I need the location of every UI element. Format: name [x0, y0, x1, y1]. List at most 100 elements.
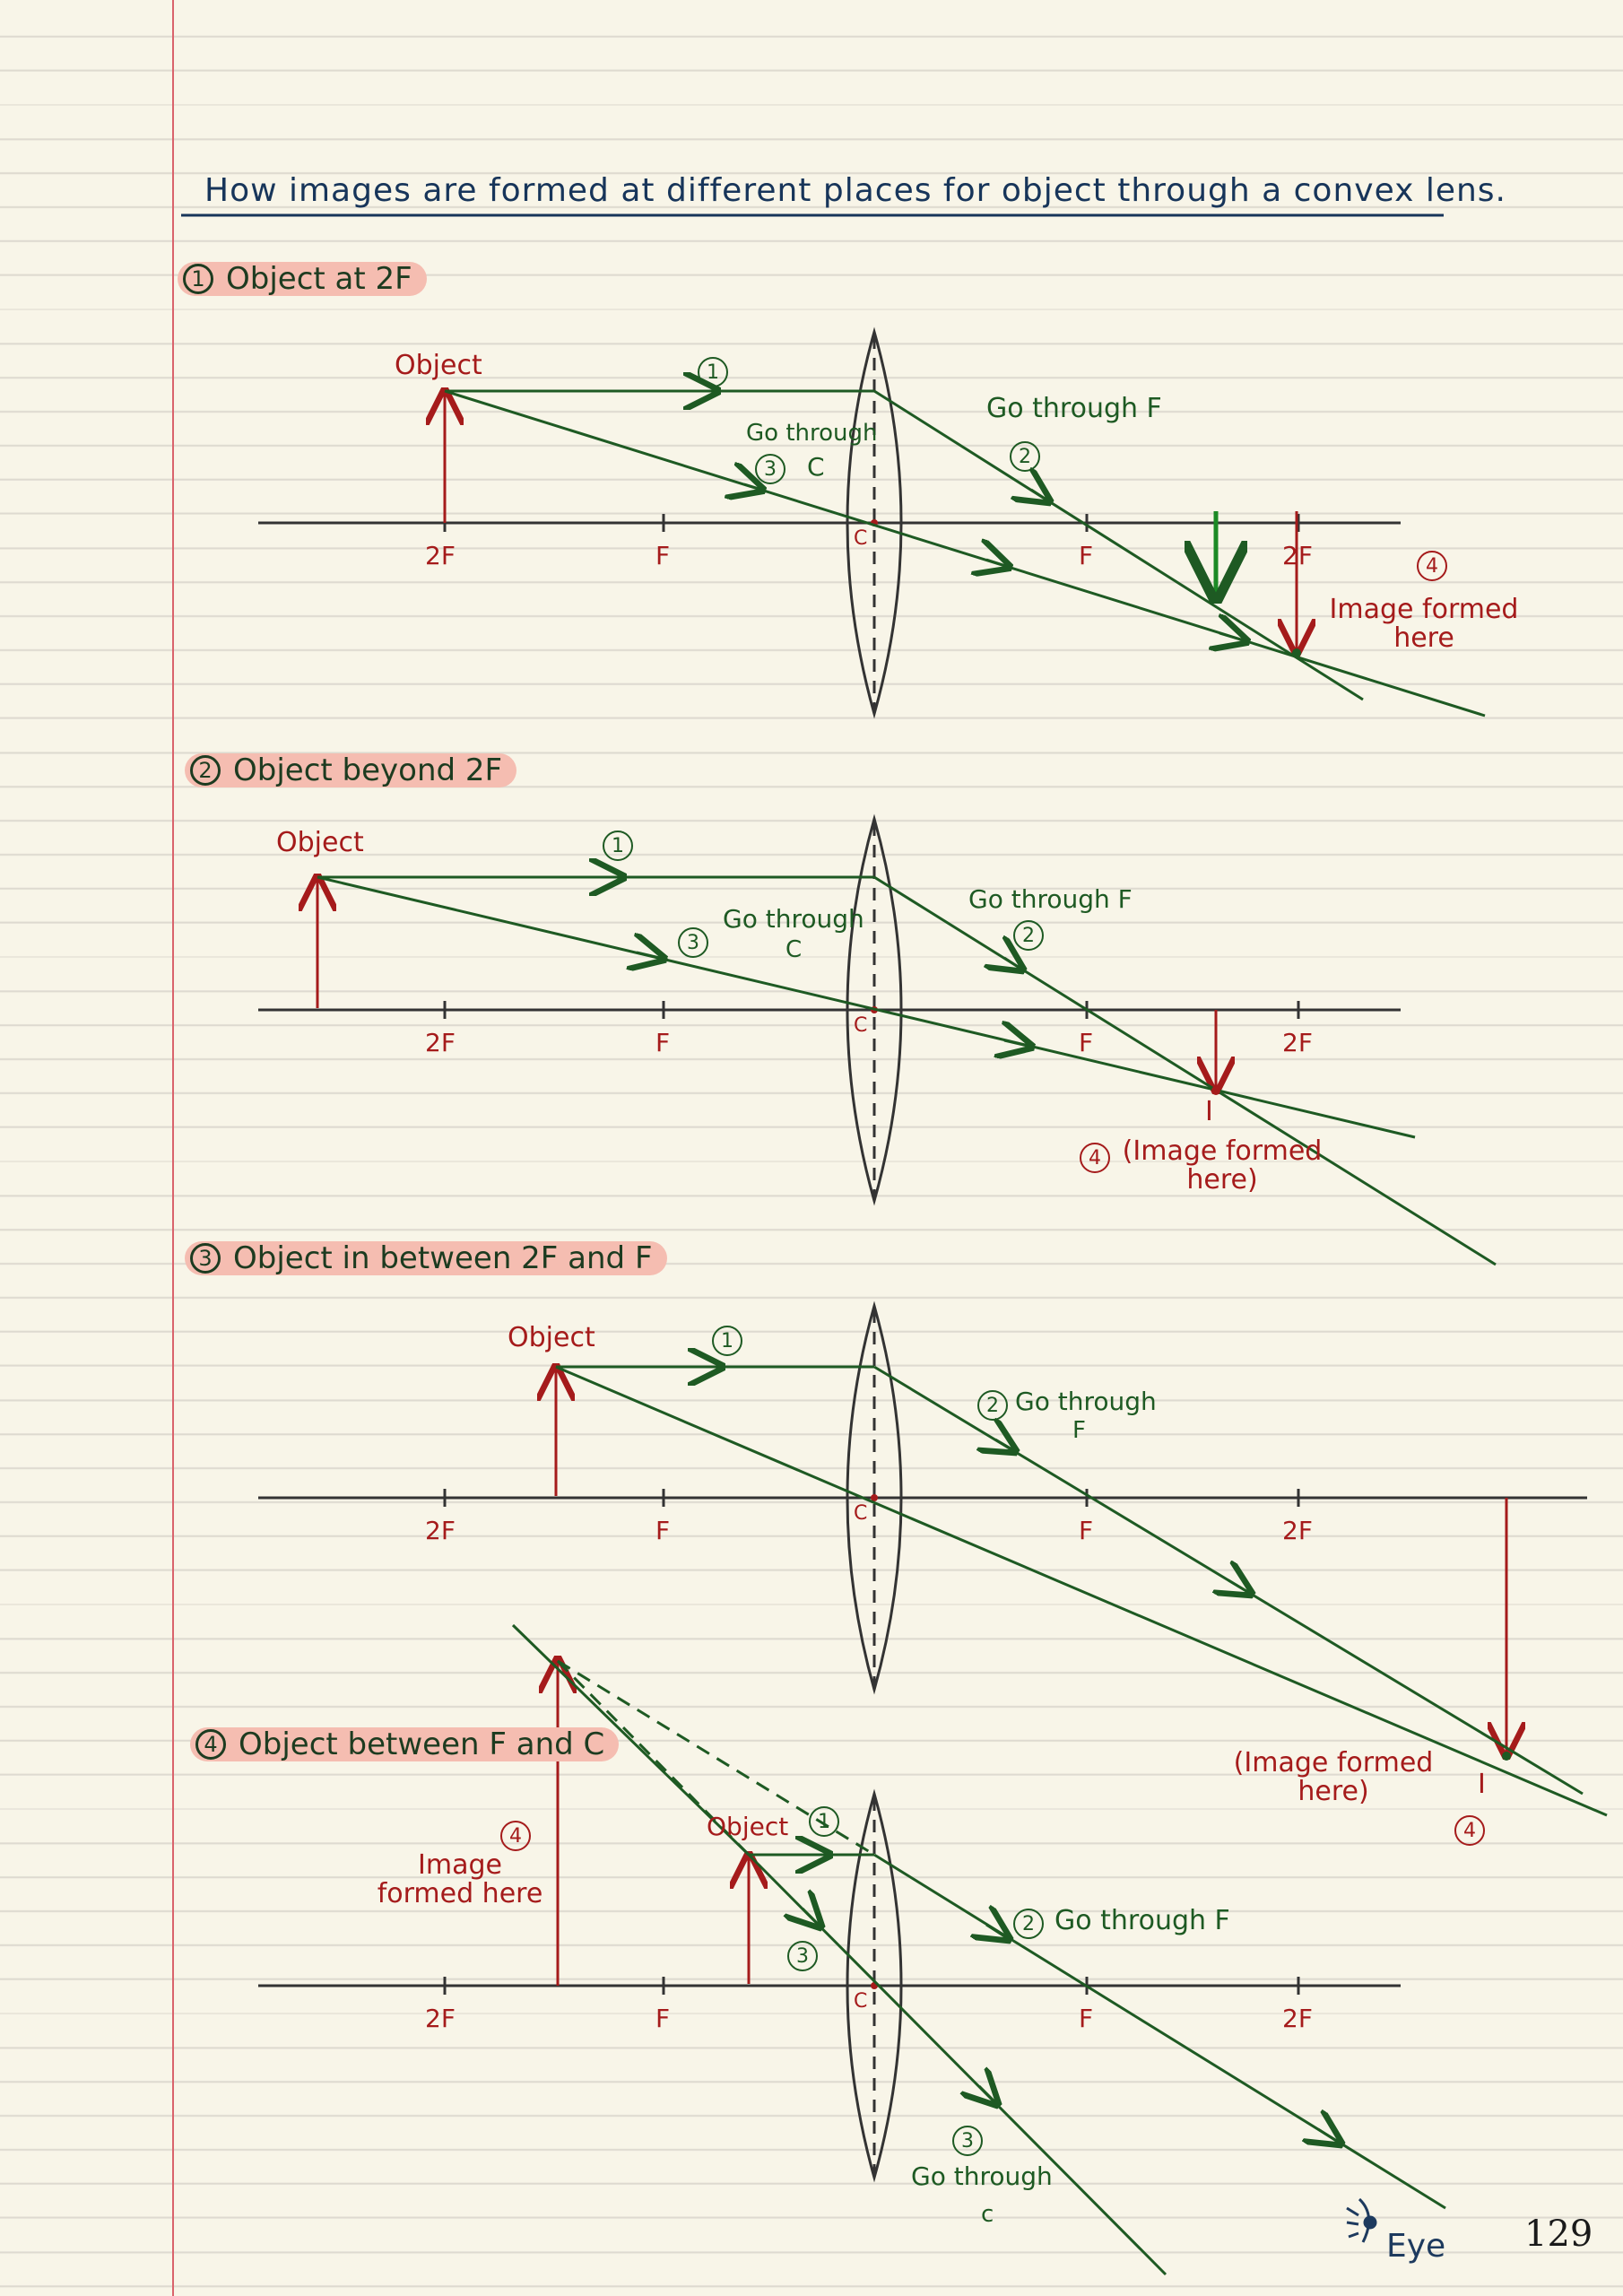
go-through-label: Go through — [1015, 1387, 1157, 1416]
section-number: 3 — [190, 1243, 221, 1274]
c-letter: C — [785, 936, 803, 963]
section-number: 2 — [190, 755, 221, 786]
ray-3 — [555, 1365, 1608, 1817]
ray-number: 4 — [500, 1821, 531, 1851]
ray-number: 3 — [755, 454, 785, 484]
diagram-1 — [258, 326, 1486, 719]
go-through-c-label: Go through — [911, 2161, 1053, 2191]
go-through-f-label: Go through F — [968, 884, 1133, 914]
label-2f-left: 2F — [425, 2004, 456, 2033]
ray-3-arrow-a — [637, 952, 664, 959]
label-f-right: F — [1079, 541, 1094, 570]
section-1-heading: 1 Object at 2F — [178, 261, 427, 297]
ray-number: 3 — [787, 1941, 818, 1971]
ray-2-arrow-b — [1318, 2129, 1341, 2144]
ray-number: 2 — [977, 1390, 1008, 1421]
label-c: C — [854, 527, 868, 550]
diagram-3 — [258, 1300, 1608, 1817]
ray-number: 1 — [712, 1326, 742, 1356]
label-2f-right: 2F — [1282, 1516, 1313, 1545]
ray-number: 4 — [1454, 1815, 1485, 1846]
page-number: 129 — [1524, 2213, 1593, 2255]
eye-label: Eye — [1386, 2228, 1446, 2265]
label-f-left: F — [655, 1028, 671, 1057]
eye-icon — [1346, 2197, 1377, 2243]
ray-number: 2 — [1010, 441, 1040, 472]
label-f-right: F — [1079, 1028, 1094, 1057]
label-f-left: F — [655, 541, 671, 570]
ray-2 — [873, 875, 1497, 1266]
label-2f-right: 2F — [1282, 1028, 1313, 1057]
go-through-c-label: Go through — [746, 420, 878, 447]
diagram-2 — [258, 813, 1497, 1266]
label-2f-right: 2F — [1282, 2004, 1313, 2033]
section-title: Object at 2F — [226, 261, 412, 297]
ray-number: 4 — [1080, 1143, 1110, 1173]
ray-number: 3 — [678, 927, 708, 958]
go-through-f-label: Go through F — [1055, 1905, 1230, 1936]
ray-number: 1 — [698, 357, 728, 387]
label-c: C — [854, 1502, 868, 1525]
label-2f-left: 2F — [425, 1028, 456, 1057]
label-f-right: F — [1079, 1516, 1094, 1545]
ray-number: 2 — [1013, 920, 1044, 951]
section-2-heading: 2 Object beyond 2F — [185, 752, 517, 788]
convex-lens — [846, 326, 903, 719]
ray-3-arrow-c — [1219, 633, 1246, 641]
section-title: Object in between 2F and F — [233, 1240, 653, 1276]
section-title: Object beyond 2F — [233, 752, 503, 788]
ray-number: 3 — [952, 2126, 983, 2156]
image-label: Image formed here — [377, 1849, 543, 1909]
object-label: Object — [395, 350, 482, 381]
image-label: Image formed here — [1329, 594, 1519, 654]
ray-3-arrow-a — [803, 1909, 820, 1926]
image-label: (Image formed here) — [1122, 1135, 1323, 1196]
image-letter: I — [1205, 1096, 1213, 1127]
ray-3-arrow-a — [744, 484, 762, 490]
ray-3-arrow-b — [1004, 1040, 1031, 1047]
object-label: Object — [508, 1322, 595, 1353]
section-number: 4 — [195, 1729, 226, 1760]
object-label: Object — [276, 827, 364, 858]
ray-3-arrow-b — [979, 2086, 997, 2104]
ray-3-arrow-b — [986, 560, 1009, 567]
c-letter: C — [807, 452, 825, 482]
ray-2-arrow-a — [986, 1925, 1009, 1939]
f-letter: F — [1072, 1417, 1086, 1444]
ray-2-arrow-b — [1228, 1580, 1251, 1594]
c-letter: c — [981, 2201, 994, 2228]
ray-number: 1 — [603, 831, 633, 861]
object-label: Object — [707, 1812, 789, 1841]
label-f-left: F — [655, 2004, 671, 2033]
image-letter: I — [1478, 1769, 1486, 1800]
ray-3 — [317, 875, 1416, 1139]
label-2f-left: 2F — [425, 541, 456, 570]
label-2f-right: 2F — [1282, 541, 1313, 570]
section-title: Object between F and C — [239, 1726, 605, 1762]
ray-2-arrow-a — [995, 1439, 1015, 1451]
page-title: How images are formed at different place… — [204, 172, 1506, 209]
label-2f-left: 2F — [425, 1516, 456, 1545]
section-3-heading: 3 Object in between 2F and F — [185, 1240, 667, 1276]
ray-2-arrow — [1031, 490, 1049, 501]
ray-2-arrow — [1004, 958, 1022, 970]
section-4-heading: 4 Object between F and C — [190, 1726, 620, 1762]
convex-lens — [846, 813, 903, 1206]
convex-lens — [846, 1788, 903, 2183]
diagram-4 — [258, 1623, 1446, 2276]
go-through-c-label: Go through — [723, 904, 864, 934]
ray-number: 1 — [809, 1806, 839, 1837]
convex-lens — [846, 1300, 903, 1695]
label-f-left: F — [655, 1516, 671, 1545]
ray-number: 2 — [1013, 1909, 1044, 1939]
label-c: C — [854, 1014, 868, 1037]
ray-2 — [873, 389, 1364, 701]
image-label: (Image formed here) — [1233, 1747, 1434, 1807]
margin-line — [172, 0, 174, 2296]
ray-2 — [873, 1853, 1446, 2210]
ray-number: 4 — [1417, 551, 1447, 581]
go-through-f-label: Go through F — [986, 393, 1162, 424]
label-c: C — [854, 1990, 868, 2013]
section-number: 1 — [183, 264, 213, 294]
